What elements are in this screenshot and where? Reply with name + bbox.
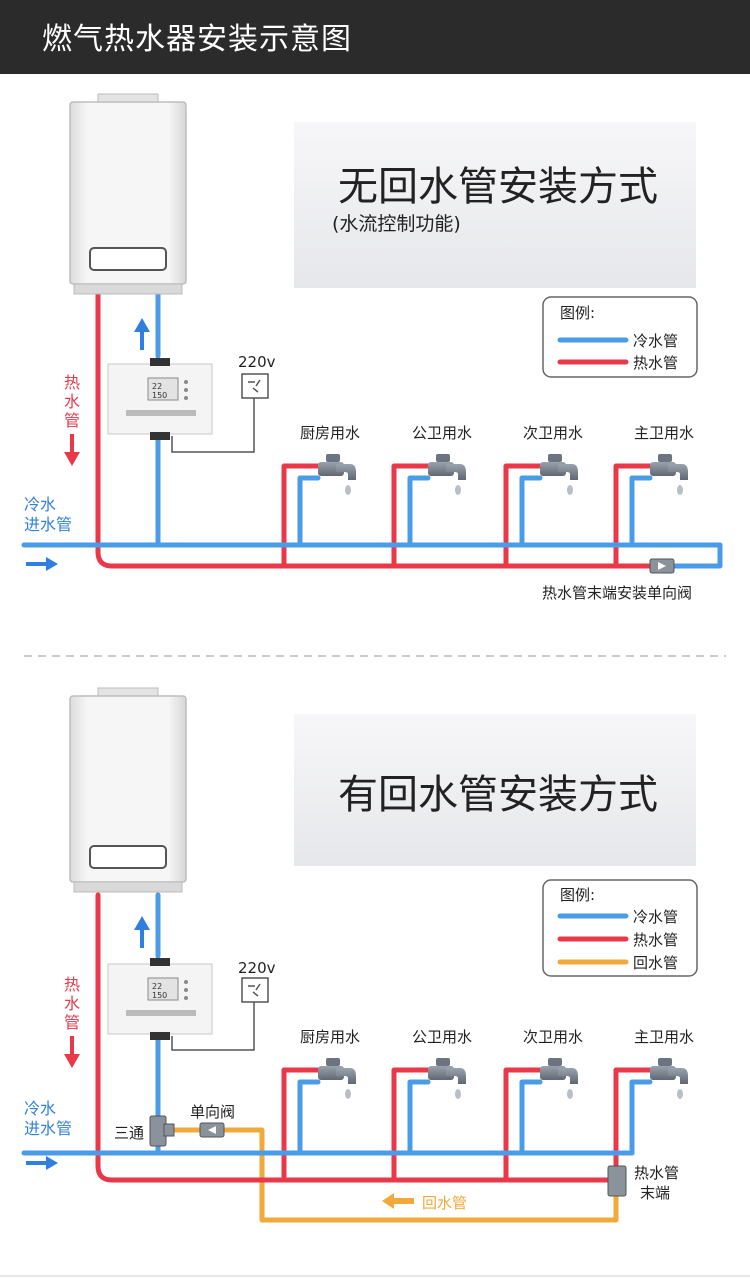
legend-label: 冷水管 [633,908,678,926]
flow-up-arrow-icon [134,916,150,948]
faucet-icon [650,1058,688,1099]
power-wire [171,1002,255,1051]
hot-pipe-network [95,289,655,569]
hot-pipe-label: 热 [64,373,80,392]
valve-note: 热水管末端安装单向阀 [542,584,692,602]
tee-label: 三通 [114,1124,144,1142]
power-label: 220v [238,353,276,371]
end-label: 热水管 [634,1164,679,1182]
heading-box [294,714,696,866]
inlet-label: 冷水 [24,495,56,514]
controller-icon: 22 150 [107,358,213,440]
flow-down-arrow-icon [64,434,80,466]
tap-label: 公卫用水 [412,424,472,442]
faucet-icon [318,1058,356,1099]
flow-in-arrow-icon [26,1156,58,1170]
legend-title: 图例: [560,304,595,322]
section-heading: 无回水管安装方式 [338,164,658,210]
power-socket-icon [241,373,269,399]
faucet-icon [318,454,356,495]
legend-box [542,296,698,378]
hot-pipe-label: 水 [64,392,80,411]
section-subheading: (水流控制功能) [332,213,461,235]
power-socket-icon [241,977,269,1003]
check-valve-icon [649,558,675,574]
return-pipe-network [167,1127,619,1223]
faucet-icon [428,454,466,495]
tap-label: 次卫用水 [523,424,583,442]
section-heading: 有回水管安装方式 [338,772,658,818]
faucet-icon [428,1058,466,1099]
check-valve-icon [199,1122,225,1138]
svg-text:22: 22 [152,382,162,391]
end-fitting-icon [607,1165,627,1197]
hot-pipe-label: 管 [64,411,80,430]
svg-text:150: 150 [152,391,167,400]
tap-label: 主卫用水 [634,424,694,442]
return-label: 回水管 [422,1194,467,1212]
tap-label: 厨房用水 [300,1028,360,1046]
page-title: 燃气热水器安装示意图 [42,22,352,57]
faucet-icon [650,454,688,495]
flow-down-arrow-icon [64,1036,80,1068]
svg-text:22: 22 [152,982,162,991]
section-no-return: 无回水管安装方式 (水流控制功能) 图例: 冷水管 热水管 [21,93,723,602]
hot-pipe-label: 水 [64,994,80,1013]
svg-text:150: 150 [152,991,167,1000]
section-with-return: 有回水管安装方式 图例: 冷水管 热水管 回水管 [21,687,698,1223]
legend-label: 热水管 [633,931,678,949]
water-heater-icon [69,93,187,295]
controller-icon: 22 150 [107,958,213,1040]
flow-in-arrow-icon [26,557,58,571]
faucet-icon [540,454,578,495]
inlet-label: 冷水 [24,1099,56,1118]
legend-label: 热水管 [633,354,678,372]
water-heater-icon [69,687,187,893]
tap-label: 公卫用水 [412,1028,472,1046]
hot-pipe-label: 管 [64,1013,80,1032]
heading-box [294,122,696,288]
flow-up-arrow-icon [134,318,150,350]
faucet-icon [540,1058,578,1099]
inlet-label: 进水管 [24,515,72,534]
inlet-label: 进水管 [24,1119,72,1138]
return-flow-arrow-icon [382,1193,414,1209]
tee-joint-icon [149,1115,175,1147]
tap-label: 次卫用水 [523,1028,583,1046]
tap-label: 主卫用水 [634,1028,694,1046]
power-label: 220v [238,959,276,977]
legend-label: 冷水管 [633,332,678,350]
title-bar: 燃气热水器安装示意图 [0,0,750,74]
legend-label: 回水管 [633,954,678,972]
end-label: 末端 [640,1184,670,1202]
legend-title: 图例: [560,886,595,904]
cold-pipe-network [21,289,723,569]
check-valve-label: 单向阀 [190,1103,235,1121]
legend-box [542,879,698,977]
power-wire [171,398,255,453]
hot-pipe-label: 热 [64,975,80,994]
hot-pipe-network [95,892,653,1183]
tap-label: 厨房用水 [300,424,360,442]
